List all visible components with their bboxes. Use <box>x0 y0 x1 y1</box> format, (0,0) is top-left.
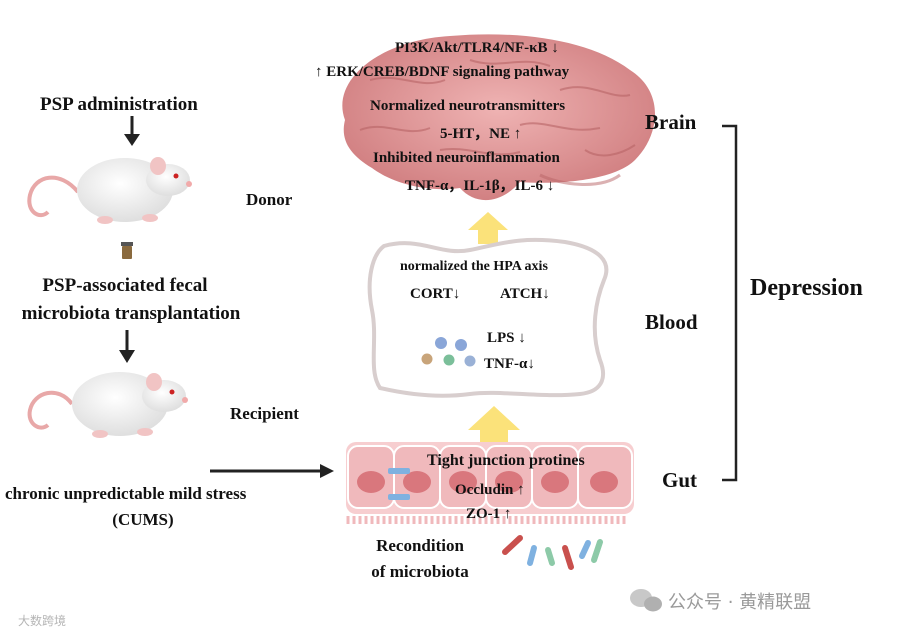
cums-line2: (CUMS) <box>112 510 174 529</box>
watermark-left: 大数跨境 <box>18 614 67 628</box>
occludin-label: Occludin ↑ <box>455 482 525 498</box>
down-arrow-1 <box>124 116 140 146</box>
zo1-label: ZO-1 ↑ <box>466 506 512 522</box>
psp-administration-label: PSP administration <box>40 94 198 115</box>
fecal-container <box>121 242 133 259</box>
brain-line3: Normalized neurotransmitters <box>370 98 566 114</box>
brain-line5: Inhibited neuroinflammation <box>373 150 560 166</box>
brain-label: Brain <box>645 110 697 134</box>
gut-label: Gut <box>662 468 698 492</box>
brain-line6: TNF-α，IL-1β，IL-6 ↓ <box>405 178 555 194</box>
tnf-blood-label: TNF-α↓ <box>484 356 535 372</box>
donor-label: Donor <box>246 190 293 209</box>
recondition-line2: of microbiota <box>371 562 469 581</box>
blood-gut-arrow <box>468 406 520 448</box>
fmt-line2: microbiota transplantation <box>21 303 241 324</box>
brain-illustration <box>342 34 655 201</box>
organ-bracket <box>722 124 738 482</box>
down-arrow-2 <box>119 330 135 363</box>
wechat-logo-icon <box>630 589 662 612</box>
donor-rat <box>27 157 192 224</box>
brain-line1: PI3K/Akt/TLR4/NF-κB ↓ <box>395 40 559 56</box>
blood-label: Blood <box>645 310 698 334</box>
blood-line1: normalized the HPA axis <box>400 259 548 274</box>
atch-label: ATCH↓ <box>500 286 550 302</box>
brain-line4: 5-HT，NE ↑ <box>440 126 522 142</box>
recipient-rat <box>27 372 188 438</box>
cort-label: CORT↓ <box>410 286 461 302</box>
recipient-label: Recipient <box>230 404 299 423</box>
watermark-right: 公众号 · 黄精联盟 <box>668 592 812 613</box>
lps-label: LPS ↓ <box>487 330 526 346</box>
gut-epithelium <box>346 442 634 524</box>
fmt-line1: PSP-associated fecal <box>42 275 208 296</box>
brain-blood-arrow <box>468 212 508 244</box>
gut-line1: Tight junction protines <box>427 452 585 469</box>
cums-line1: chronic unpredictable mild stress <box>5 484 247 503</box>
depression-label: Depression <box>750 275 863 301</box>
brain-line2: ↑ ERK/CREB/BDNF signaling pathway <box>315 64 570 80</box>
cums-arrow <box>210 464 334 478</box>
blood-cells <box>421 337 476 367</box>
recondition-line1: Recondition <box>376 536 464 555</box>
microbiota-rods <box>502 535 603 570</box>
